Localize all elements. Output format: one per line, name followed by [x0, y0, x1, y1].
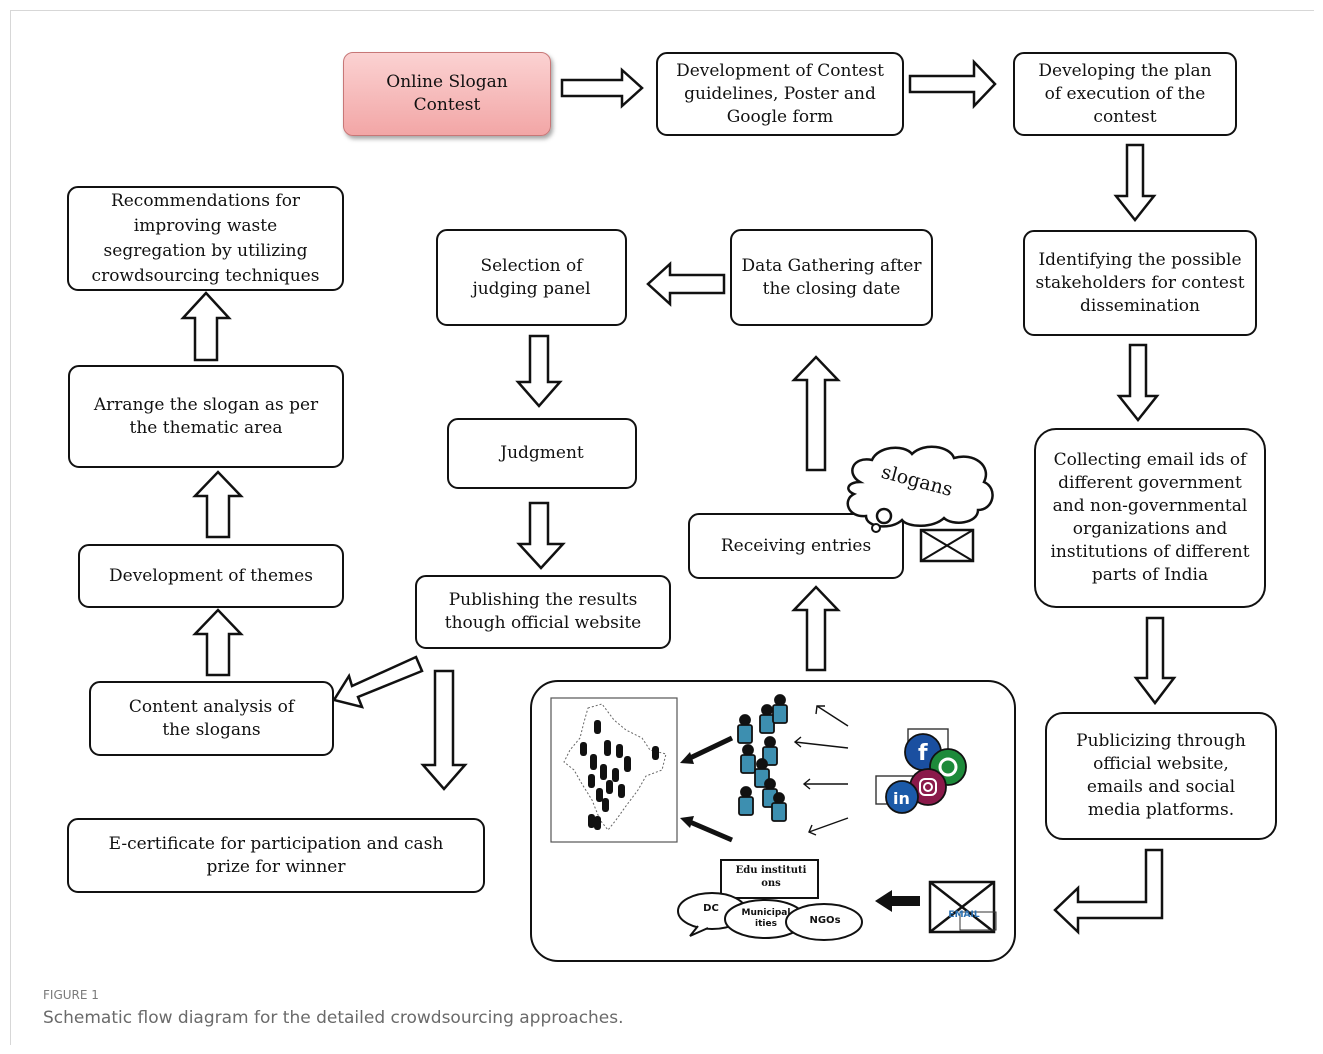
arrow-publishing-to-certificate [420, 669, 468, 791]
arrow-start-to-guidelines [560, 67, 644, 109]
publicizing-text: Publicizing through official website, em… [1076, 731, 1246, 820]
receiving-entries-text: Receiving entries [720, 535, 872, 556]
collecting-email-ids-text: Collecting email ids of different govern… [1050, 450, 1250, 585]
figure-caption: Schematic flow diagram for the detailed … [43, 1008, 624, 1028]
arrow-plan-to-stakeholders [1113, 143, 1157, 223]
linkedin-icon [885, 780, 919, 814]
selection-of-judging-panel-text: Selection of judging panel [472, 255, 591, 299]
figure-label: FIGURE 1 [43, 988, 99, 1002]
online-slogan-contest-box: Online Slogan Contest [343, 52, 551, 136]
svg-text:in: in [893, 789, 910, 808]
e-certificate-box: E-certificate for participation and cash… [67, 818, 485, 893]
people-cluster-icon [737, 694, 788, 822]
arrow-emails-to-publicizing [1133, 616, 1177, 706]
network-illustration: f in [550, 694, 997, 941]
svg-text:f: f [918, 741, 928, 766]
arrow-judgment-to-publishing [516, 501, 566, 570]
collecting-email-ids-box: Collecting email ids of different govern… [1034, 428, 1266, 608]
arrow-receiving-to-data [791, 355, 841, 472]
arrange-slogan-box: Arrange the slogan as per the thematic a… [68, 365, 344, 468]
publicizing-box: Publicizing through official website, em… [1045, 712, 1277, 840]
arrow-network-to-receiving [791, 585, 841, 672]
figure-frame [10, 10, 1314, 1045]
arrow-stakeholders-to-emails [1116, 343, 1160, 423]
arrange-slogan-text: Arrange the slogan as per the thematic a… [93, 394, 319, 438]
publishing-results-text: Publishing the results though official w… [444, 590, 642, 633]
e-certificate-text: E-certificate for participation and cash… [108, 833, 444, 877]
developing-plan-box: Developing the plan of execution of the … [1013, 52, 1237, 136]
data-gathering-text: Data Gathering after the closing date [741, 255, 922, 299]
content-analysis-box: Content analysis of the slogans [89, 681, 334, 756]
municipalities-label: Municipal ities [741, 908, 791, 929]
arrow-selection-to-judgment [515, 334, 563, 408]
developing-plan-text: Developing the plan of execution of the … [1038, 60, 1212, 127]
selection-of-judging-panel-box: Selection of judging panel [436, 229, 627, 326]
content-analysis-text: Content analysis of the slogans [128, 696, 295, 740]
recommendations-text: Recommendations for improving waste segr… [91, 190, 320, 286]
arrow-publishing-to-content [332, 655, 424, 709]
edu-institutions-label: Edu instituti ons [735, 865, 807, 889]
online-slogan-contest-text: Online Slogan Contest [386, 72, 508, 115]
publishing-results-box: Publishing the results though official w… [415, 575, 671, 649]
email-label: EMAIL [948, 910, 980, 920]
development-of-guidelines-text: Development of Contest guidelines, Poste… [676, 60, 884, 127]
arrow-guidelines-to-plan [908, 58, 997, 110]
receiving-entries-box: Receiving entries [688, 513, 904, 579]
arrow-arrange-to-recommendations [180, 291, 232, 362]
recommendations-box: Recommendations for improving waste segr… [67, 186, 344, 291]
ngos-label: NGOs [809, 915, 841, 926]
identifying-stakeholders-box: Identifying the possible stakeholders fo… [1023, 230, 1257, 336]
arrow-data-to-selection [646, 261, 726, 307]
social-media-icons: f in [875, 728, 967, 814]
dc-label: DC [703, 903, 719, 914]
data-gathering-box: Data Gathering after the closing date [730, 229, 933, 326]
development-of-themes-text: Development of themes [109, 565, 313, 586]
development-of-themes-box: Development of themes [78, 544, 344, 608]
judgment-box: Judgment [447, 418, 637, 489]
arrow-themes-to-arrange [192, 470, 244, 539]
india-map-people-icons [580, 720, 659, 830]
judgment-text: Judgment [500, 443, 584, 463]
identifying-stakeholders-text: Identifying the possible stakeholders fo… [1035, 249, 1245, 316]
development-of-guidelines-box: Development of Contest guidelines, Poste… [656, 52, 904, 136]
arrow-publicizing-to-network [1053, 848, 1164, 935]
slogans-cloud-icon [846, 445, 994, 563]
arrow-content-to-themes [192, 608, 244, 677]
